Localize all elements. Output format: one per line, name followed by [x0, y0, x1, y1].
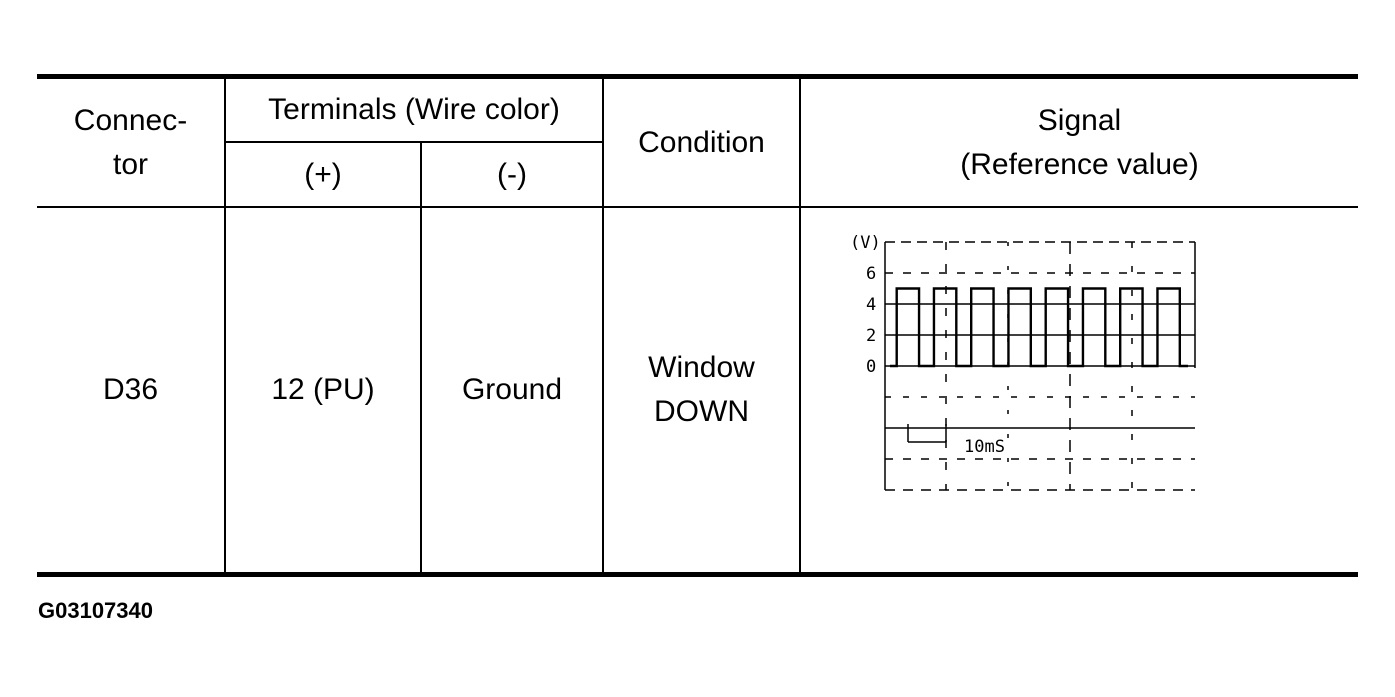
header-plus: (+)	[304, 157, 342, 191]
figure-code: G03107340	[38, 598, 153, 623]
header-connector: Connec- tor	[73, 103, 188, 181]
header-terminals: Terminals (Wire color)	[268, 93, 560, 126]
header-signal: Signal (Reference value)	[960, 103, 1199, 181]
scope-ytick-6: 6	[866, 264, 876, 284]
signal-waveform-chart: (V) 6 4 2 0 10mS	[850, 233, 1196, 491]
col-divider-1	[224, 78, 226, 573]
cell-plus: 12 (PU)	[271, 373, 375, 406]
col-divider-2	[420, 142, 422, 573]
table-top-rule	[37, 74, 1358, 79]
col-divider-3	[602, 78, 604, 573]
header-bottom-rule	[37, 206, 1358, 208]
terminals-sub-rule	[225, 141, 603, 143]
col-divider-4	[799, 78, 801, 573]
cell-minus: Ground	[461, 373, 563, 406]
header-condition: Condition	[638, 125, 765, 159]
scope-ytick-2: 2	[866, 326, 876, 346]
table-bottom-rule	[37, 572, 1358, 577]
cell-condition: Window DOWN	[648, 351, 755, 428]
scope-time-label: 10mS	[964, 437, 1005, 457]
scope-unit-label: (V)	[850, 233, 881, 253]
cell-connector: D36	[102, 373, 159, 406]
scope-ytick-4: 4	[866, 295, 876, 315]
scope-ytick-0: 0	[866, 357, 876, 377]
signal-waveform-trace	[890, 287, 1188, 368]
header-minus: (-)	[497, 157, 527, 191]
